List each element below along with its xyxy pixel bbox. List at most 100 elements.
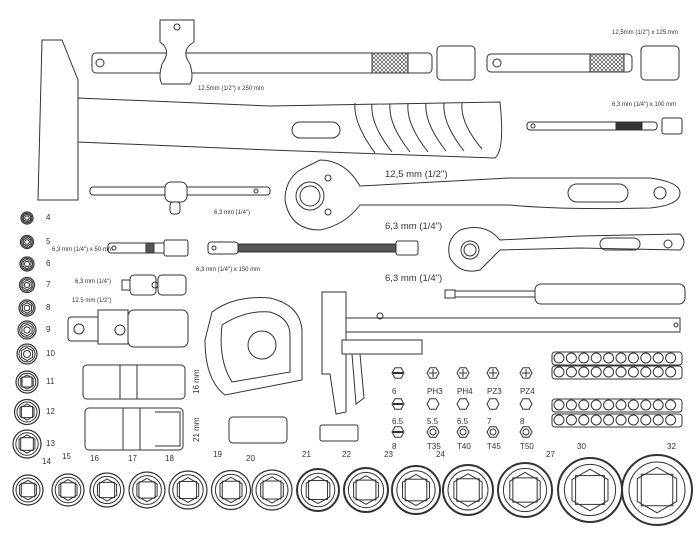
socket-22 (343, 467, 389, 513)
socket-21 (296, 468, 340, 512)
strip-bit-icon (565, 352, 577, 364)
universal-joint-half (67, 309, 189, 348)
label-screwdriver: 6,3 mm (1/4") (385, 273, 443, 284)
flexible-extension (207, 240, 419, 256)
strip-bit-icon (603, 352, 615, 364)
socket-16 (89, 472, 125, 508)
strip-bit-icon (578, 399, 590, 411)
bit-8-icon (519, 398, 533, 410)
strip-bit-icon (590, 414, 602, 426)
strip-bit-icon (578, 352, 590, 364)
socket-label: 18 (165, 454, 174, 463)
socket-label: 21 (302, 450, 311, 459)
label-spark-21: 21 mm (192, 417, 201, 442)
strip-bit-icon (627, 414, 639, 426)
strip-bit-icon (553, 414, 565, 426)
bit-label: PH4 (457, 387, 473, 396)
strip-bit-icon (665, 414, 677, 426)
screwdriver (444, 283, 686, 305)
strip-bit-icon (627, 366, 639, 378)
strip-bit-icon (578, 366, 590, 378)
socket-10 (16, 343, 38, 365)
strip-bit-icon (640, 352, 652, 364)
bit-icons (391, 367, 533, 438)
socket-7 (18, 276, 36, 294)
bit-label: 6 (392, 387, 397, 396)
ratchet-half-inch (284, 159, 681, 231)
strip-bit-icon (603, 366, 615, 378)
socket-17 (128, 471, 166, 509)
bit-PH4-icon (456, 367, 470, 379)
socket-label: 20 (246, 454, 255, 463)
strip-bit-icon (627, 352, 639, 364)
socket-6 (19, 256, 35, 272)
socket-label: 6 (46, 259, 51, 268)
strip-bit-icon (565, 366, 577, 378)
socket-label: 24 (436, 450, 445, 459)
socket-11 (15, 370, 39, 394)
socket-9 (17, 320, 37, 340)
bit-T35-icon (426, 426, 440, 438)
strip-bit-icon (652, 414, 664, 426)
socket-label: 10 (46, 349, 55, 358)
strip-bit-icon (627, 399, 639, 411)
bit-label: PH3 (427, 387, 443, 396)
socket-label: 17 (128, 454, 137, 463)
strip-bit-icon (652, 366, 664, 378)
bit-label: PZ3 (487, 387, 502, 396)
ratchet-quarter-inch (448, 227, 685, 272)
caliper (321, 291, 681, 415)
socket-15 (51, 473, 85, 507)
strip-bit-icon (590, 399, 602, 411)
socket-label: 8 (46, 303, 51, 312)
bit-strips (551, 351, 683, 428)
bit-PH3-icon (426, 367, 440, 379)
socket-label: 11 (46, 377, 55, 386)
socket-label: 30 (577, 442, 586, 451)
socket-4 (20, 211, 34, 225)
label-t-handle: 6,3 mm (1/4") (214, 210, 251, 216)
label-spark-16: 16 mm (192, 369, 201, 394)
strip-bit-icon (615, 366, 627, 378)
socket-label: 22 (342, 450, 351, 459)
hammer (37, 39, 503, 201)
bit-6.5-icon (456, 398, 470, 410)
strip-bit-icon (640, 414, 652, 426)
bit-label: T45 (487, 442, 501, 451)
socket-14 (12, 474, 44, 506)
strip-bit-icon (640, 399, 652, 411)
adapter (228, 416, 288, 444)
socket-20 (251, 469, 293, 511)
socket-30 (557, 457, 623, 523)
strip-bit-icon (553, 366, 565, 378)
socket-label: 4 (46, 213, 51, 222)
extension-bar-250 (91, 19, 476, 85)
strip-bit-icon (665, 399, 677, 411)
bottom-socket-row (12, 454, 693, 526)
label-ujoint-half: 12.5 mm (1/2") (72, 298, 112, 304)
label-extension-250: 12,5mm (1/2") x 250 mm (198, 86, 264, 92)
socket-27 (497, 462, 553, 518)
bit-T40-icon (456, 426, 470, 438)
bit-6.5-icon (391, 398, 405, 410)
strip-bit-icon (553, 352, 565, 364)
socket-23 (391, 465, 441, 515)
bit-7-icon (486, 398, 500, 410)
strip-bit-icon (553, 399, 565, 411)
bit-holder (319, 424, 359, 442)
bit-PZ3-icon (486, 367, 500, 379)
socket-label: 5 (46, 237, 51, 246)
label-flex-150: 6,3 mm (1/4") x 150 mm (196, 267, 261, 273)
strip-bit-icon (603, 399, 615, 411)
socket-5 (19, 234, 35, 250)
bit-label: 8 (392, 442, 397, 451)
bit-6-icon (391, 367, 405, 379)
left-socket-column (12, 211, 42, 459)
strip-bit-icon (665, 366, 677, 378)
bit-PZ4-icon (519, 367, 533, 379)
spark-plug-socket-16 (82, 364, 186, 400)
universal-joint-quarter (121, 274, 187, 296)
spark-plug-socket-21 (84, 407, 184, 451)
tape-measure (204, 297, 303, 396)
